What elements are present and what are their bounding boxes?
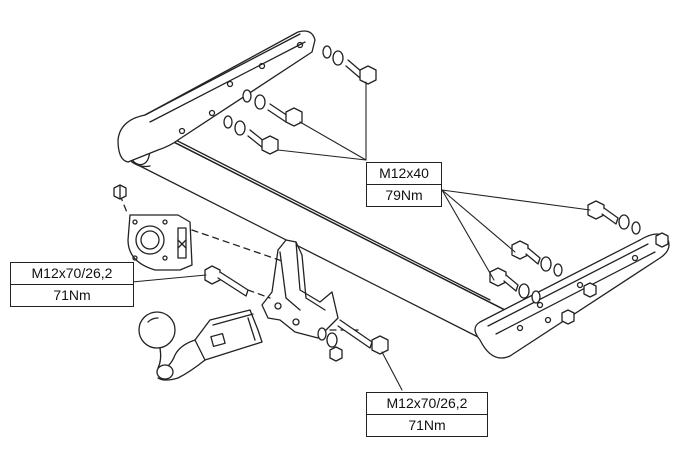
label-left-bolt-torque: 71Nm — [53, 287, 91, 303]
label-bottom-bolt-size: M12x70/26,2 — [367, 393, 487, 415]
label-top-bolt: M12x40 79Nm — [366, 162, 442, 207]
ball-mount-plates — [261, 239, 339, 339]
label-left-bolt-size: M12x70/26,2 — [11, 263, 133, 285]
leader-lines — [131, 81, 591, 391]
socket-nut — [113, 184, 127, 200]
label-bottom-bolt-torque: 71Nm — [408, 417, 446, 433]
top-bolts-left — [223, 45, 377, 155]
label-top-bolt-size: M12x40 — [367, 163, 441, 185]
right-side-bracket — [474, 233, 670, 359]
bracket-nuts — [561, 232, 669, 325]
left-bolt — [204, 265, 249, 297]
bottom-bolt — [317, 319, 389, 362]
towball-neck — [138, 309, 263, 381]
label-top-bolt-torque: 79Nm — [385, 187, 423, 203]
left-side-bracket — [117, 30, 316, 163]
socket-plate — [127, 214, 193, 271]
label-bottom-bolt: M12x70/26,2 71Nm — [366, 392, 488, 437]
top-bolts-right — [489, 200, 641, 304]
label-left-bolt: M12x70/26,2 71Nm — [10, 262, 134, 307]
